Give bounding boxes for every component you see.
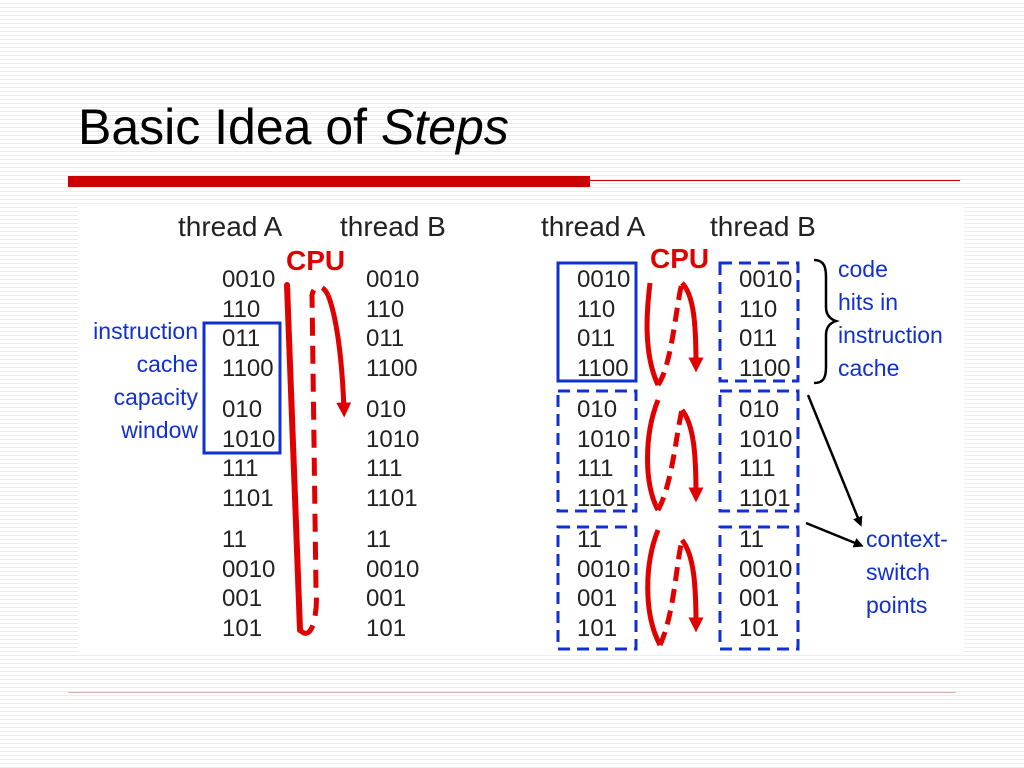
cpu-loop-1	[644, 281, 704, 387]
cpu-path-return	[298, 284, 331, 636]
left-thread-b-header: thread B	[340, 211, 446, 242]
right-thread-a-code-line: 1101	[577, 484, 629, 512]
cpu-path-thread-a	[284, 282, 303, 633]
thread-a-box-3	[556, 525, 638, 651]
cache-window-box	[202, 321, 282, 455]
cache-window-label-line: instruction	[93, 318, 198, 344]
left-thread-a-header: thread A	[178, 211, 283, 242]
left-thread-b-code-line: 11	[366, 526, 391, 553]
left-thread-a-code-line: 0010	[222, 266, 276, 293]
context-switch-label: context-switch points	[866, 523, 948, 622]
right-thread-a-code-line: 0010	[577, 555, 631, 583]
footer-rule	[68, 692, 956, 693]
right-thread-a-code-line: 1100	[577, 354, 629, 382]
right-cpu-label: CPU	[650, 243, 710, 274]
context-switch-arrow-1	[806, 394, 863, 527]
code-hits-brace	[813, 258, 840, 385]
cpu-path-thread-b	[325, 294, 352, 418]
left-thread-a-code-line: 1010	[222, 425, 276, 453]
left-thread-b-code-line: 101	[366, 614, 407, 642]
cache-window-label-line: capacity	[113, 384, 198, 410]
right-thread-a-code-line: 001	[577, 585, 618, 612]
right-thread-b-header: thread B	[710, 211, 816, 242]
title-rule-thick	[68, 176, 590, 187]
left-thread-a-code-line: 11	[222, 526, 247, 553]
right-thread-b-code-line: 0010	[739, 555, 793, 583]
left-thread-a-code-line: 010	[222, 396, 263, 423]
context-switch-label-line: points	[866, 592, 928, 618]
left-thread-a-code-line: 0010	[222, 555, 276, 583]
title-rule-thin	[590, 180, 960, 181]
left-thread-b-code-line: 1100	[366, 354, 418, 382]
cache-window-label-line: cache	[136, 351, 198, 377]
code-hits-label-line: instruction	[838, 322, 943, 348]
left-thread-a-code-line: 011	[222, 325, 261, 352]
left-thread-b-code-line: 011	[366, 325, 405, 352]
right-thread-a-code-line: 111	[577, 455, 614, 482]
right-thread-b-code-line: 1010	[739, 425, 793, 453]
left-thread-b-code-line: 1010	[366, 425, 420, 453]
code-hits-label: code hits in instruction cache	[838, 253, 943, 385]
code-hits-label-line: code	[838, 256, 888, 282]
right-thread-b-code-line: 101	[739, 614, 780, 642]
left-thread-b-code-line: 0010	[366, 555, 420, 583]
right-thread-a-code-line: 110	[577, 295, 616, 323]
left-thread-a-code-line: 1101	[222, 484, 274, 512]
context-switch-label-line: switch	[866, 559, 930, 585]
cache-window-label: instruction cache capacity window	[78, 315, 198, 447]
left-thread-a-code-line: 101	[222, 614, 263, 642]
thread-a-box-1	[556, 261, 638, 383]
left-cpu-label: CPU	[286, 245, 346, 276]
context-switch-label-line: context-	[866, 526, 948, 552]
right-thread-a-header: thread A	[541, 211, 646, 242]
right-thread-a-code-line: 010	[577, 396, 618, 423]
left-thread-b-code-line: 010	[366, 396, 407, 423]
left-thread-b-code-line: 1101	[366, 484, 418, 512]
right-thread-a-code-line: 0010	[577, 266, 631, 293]
thread-b-box-2	[718, 389, 800, 513]
right-thread-b-code-line: 011	[739, 325, 778, 352]
right-thread-b-code-line: 110	[739, 295, 778, 323]
code-hits-label-line: cache	[838, 355, 900, 381]
right-thread-a-code-line: 1010	[577, 425, 631, 453]
thread-b-box-3	[718, 525, 800, 651]
left-thread-b-code-line: 001	[366, 585, 407, 612]
left-thread-a-code-line: 1100	[222, 354, 274, 382]
right-thread-b-code-line: 1100	[739, 354, 791, 382]
right-thread-a-code-line: 101	[577, 614, 618, 642]
cpu-loop-3	[645, 529, 704, 647]
right-thread-b-code-line: 001	[739, 585, 780, 612]
right-thread-a-code-line: 011	[577, 325, 616, 352]
thread-b-box-1	[718, 261, 800, 383]
left-thread-b-code-line: 110	[366, 295, 405, 323]
slide-title: Basic Idea of Steps	[78, 99, 509, 155]
right-thread-b-code-line: 111	[739, 455, 776, 482]
left-thread-a-code-line: 110	[222, 295, 261, 323]
right-thread-b-code-line: 11	[739, 526, 764, 553]
left-thread-b-code-line: 111	[366, 455, 403, 482]
right-thread-a-code-line: 11	[577, 526, 602, 553]
right-thread-b-code-line: 1101	[739, 484, 791, 512]
left-thread-b-code-line: 0010	[366, 266, 420, 293]
thread-a-box-2	[556, 389, 638, 513]
cpu-loop-2	[645, 399, 704, 512]
right-thread-b-code-line: 010	[739, 396, 780, 423]
left-thread-a-code-line: 001	[222, 585, 263, 612]
left-thread-a-code-line: 111	[222, 455, 259, 482]
diagram-shapes	[202, 258, 864, 651]
context-switch-arrow-2	[805, 521, 864, 548]
code-hits-label-line: hits in	[838, 289, 899, 315]
right-thread-b-code-line: 0010	[739, 266, 793, 293]
cache-window-label-line: window	[121, 417, 198, 443]
